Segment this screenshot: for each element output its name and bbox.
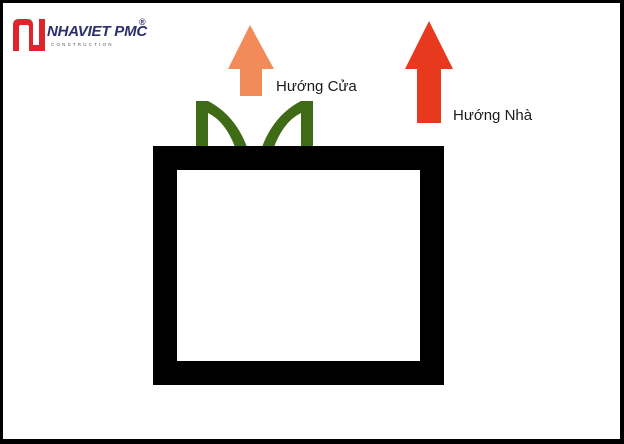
logo-registered-mark: ®: [139, 17, 146, 27]
logo-subtitle: CONSTRUCTION: [51, 42, 114, 47]
brand-logo: NHAVIET PMC ® CONSTRUCTION: [9, 15, 159, 63]
door-direction-arrow: [228, 25, 274, 96]
door-direction-label: Hướng Cửa: [276, 78, 357, 95]
logo-name: NHAVIET PMC: [47, 23, 148, 40]
diagram-canvas: NHAVIET PMC ® CONSTRUCTION Hướng Cửa Hướ…: [3, 3, 620, 439]
house-direction-arrow: [405, 21, 453, 123]
house-direction-label: Hướng Nhà: [453, 107, 533, 124]
logo-mark-icon: [13, 19, 45, 51]
house-outline: [153, 146, 444, 385]
direction-diagram: [153, 21, 453, 385]
door-icon: [196, 101, 313, 147]
